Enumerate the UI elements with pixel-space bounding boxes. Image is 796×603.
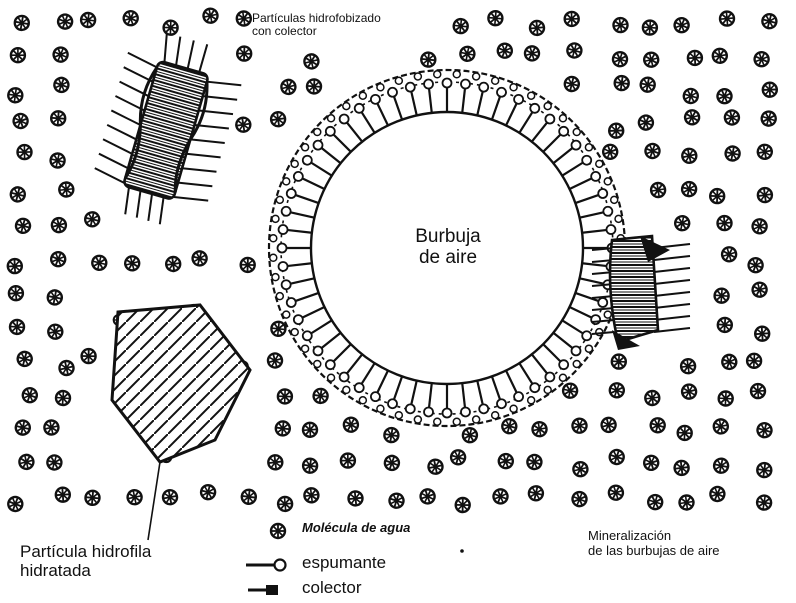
legend-collector-label: colector [302, 578, 362, 597]
air-bubble-label-line2: de aire [408, 247, 488, 268]
collector-molecule-icon [248, 585, 278, 595]
hydrophobized-particle [85, 24, 250, 235]
hydrophobized-particle-label-line1: Partículas hidrofobizado [252, 12, 381, 25]
hydrophilic-particle-label-line2: hidratada [20, 561, 151, 580]
mineralization-label-line2: de las burbujas de aire [588, 544, 720, 559]
air-bubble-label-line1: Burbuja [408, 226, 488, 247]
hydrophilic-particle-label-line1: Partícula hidrofila [20, 542, 151, 561]
water-molecule-icon [271, 524, 285, 538]
legend-frother-label: espumante [302, 553, 386, 572]
frother-molecule-icon [246, 560, 286, 571]
legend-water-molecule-label: Molécula de agua [302, 521, 410, 536]
hydrophilic-particle-label: Partícula hidrofila hidratada [20, 542, 151, 580]
air-bubble-label: Burbuja de aire [408, 226, 488, 269]
hydrophobized-particle-label-line2: con colector [252, 25, 381, 38]
mineralization-label: Mineralización de las burbujas de aire [588, 529, 720, 558]
mineralized-particle [592, 236, 690, 350]
mineralization-label-line1: Mineralización [588, 529, 720, 544]
hydrophobized-particle-label: Partículas hidrofobizado con colector [252, 12, 381, 39]
